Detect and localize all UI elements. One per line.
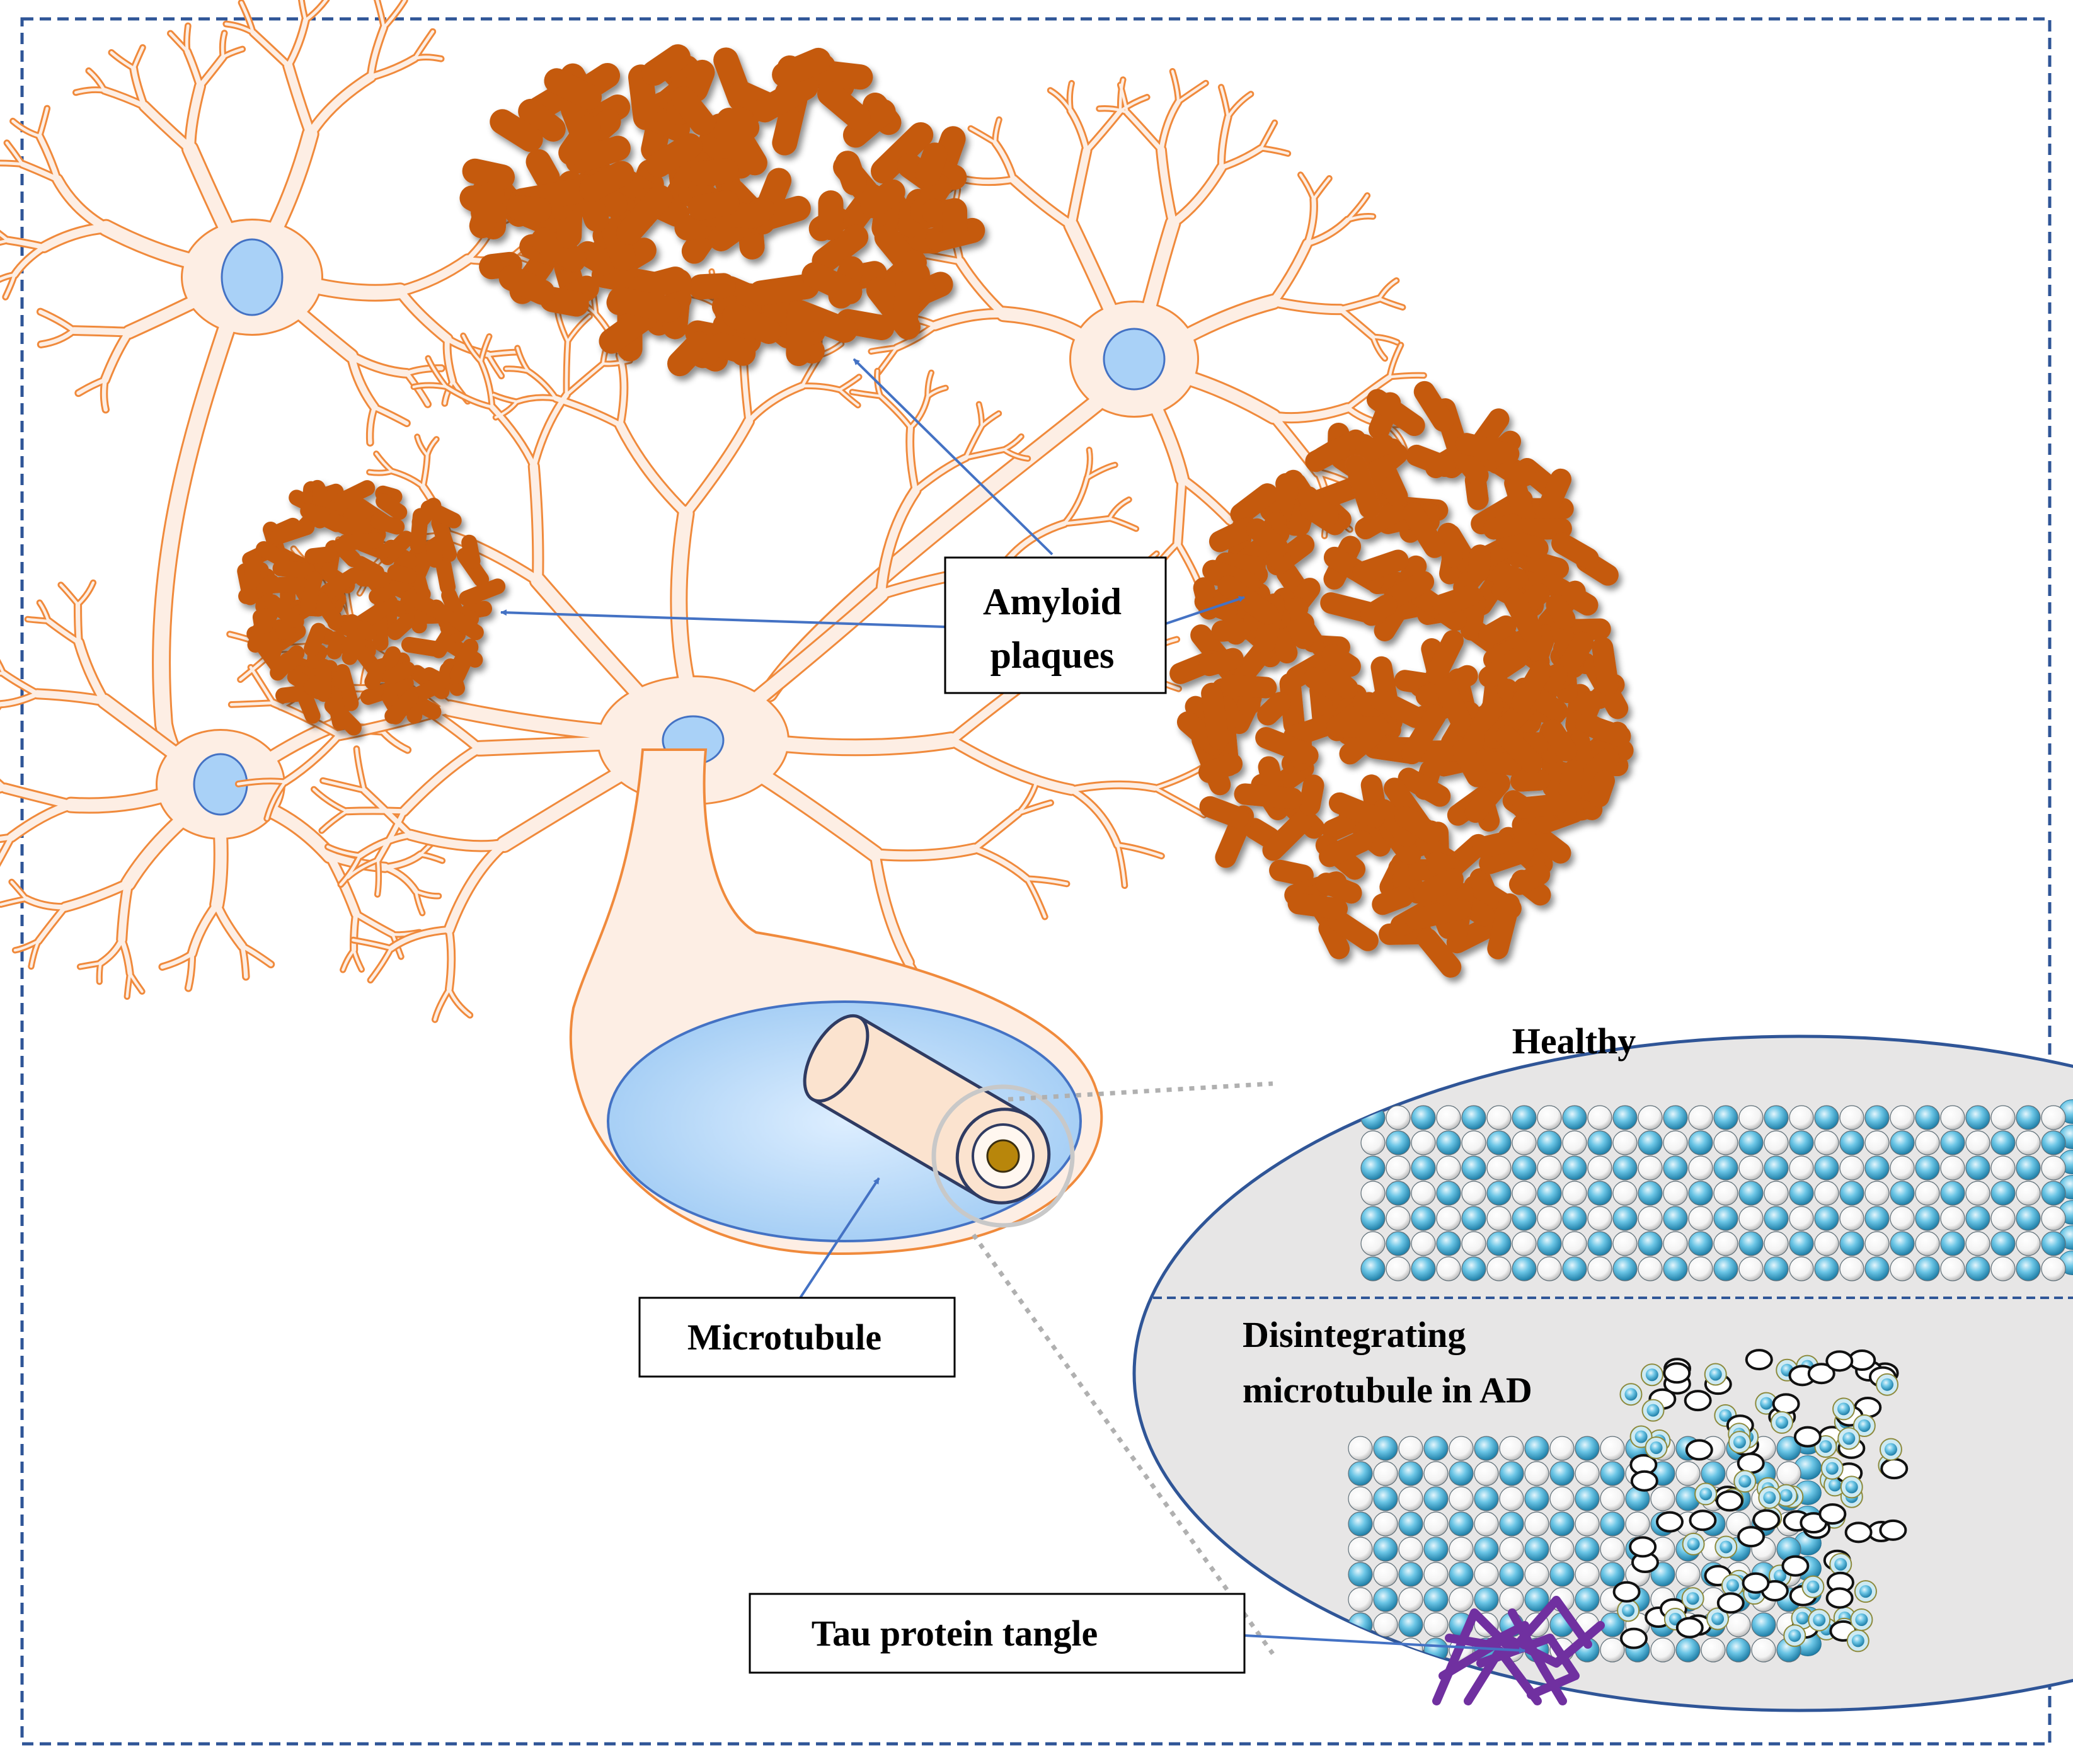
tau-label-box: Tau protein tangle — [749, 1593, 1246, 1674]
soma-with-microtubule — [569, 748, 1103, 1256]
neuron-bottom-left — [0, 579, 446, 1000]
disintegrating-label-line1: Disintegrating — [1243, 1314, 1466, 1355]
arrow-to-right-plaque — [1165, 596, 1245, 625]
microtubule-cylinder — [803, 1014, 1051, 1205]
disintegrating-label-line2: microtubule in AD — [1243, 1370, 1532, 1411]
neuron-top-right-nucleus — [1103, 328, 1166, 391]
amyloid-label-line1: Amyloid — [983, 581, 1122, 622]
microtubule-inset: Healthy Disintegrating microtubule in AD — [1132, 1021, 2073, 1712]
plaque-top — [459, 44, 985, 377]
healthy-microtubule-lattice — [1360, 1099, 2073, 1281]
arrow-to-tau — [1244, 1634, 1525, 1654]
neuron-top-left-nucleus — [221, 238, 284, 316]
microtubule-label: Microtubule — [687, 1317, 881, 1358]
outer-frame — [20, 17, 2052, 1746]
plaque-left — [237, 479, 506, 736]
arrow-to-left-plaque — [500, 609, 946, 628]
neurons-group — [0, 0, 1427, 1077]
microtubule-label-box: Microtubule — [638, 1297, 956, 1378]
scattered-tubulin-dimers — [1612, 1349, 1909, 1652]
magnifier-ring — [931, 1084, 1075, 1228]
arrows — [500, 358, 1525, 1654]
arrow-to-microtubule — [799, 1177, 880, 1299]
amyloid-plaques — [237, 44, 1634, 978]
plaque-right — [1169, 381, 1634, 978]
amyloid-label-box: Amyloid plaques — [944, 556, 1167, 694]
healthy-label: Healthy — [1512, 1021, 1636, 1062]
arrow-to-top-plaque — [853, 358, 1054, 556]
tau-label: Tau protein tangle — [812, 1613, 1098, 1654]
amyloid-label-line2: plaques — [991, 634, 1115, 676]
